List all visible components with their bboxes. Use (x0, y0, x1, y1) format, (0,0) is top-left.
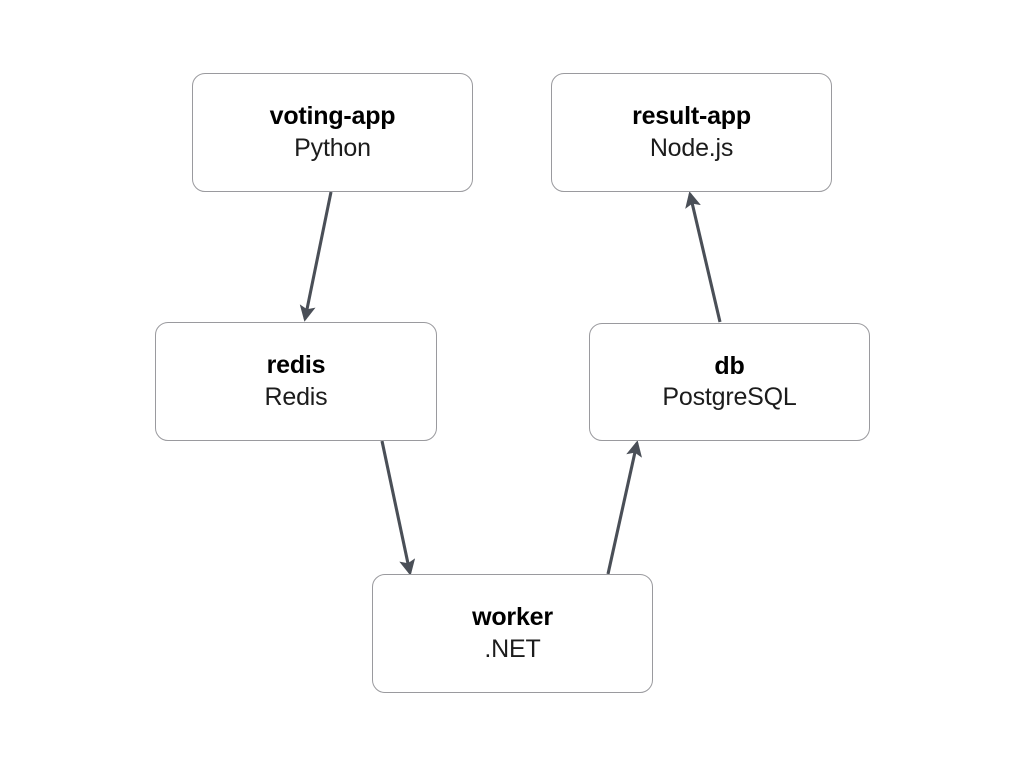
edge-worker-to-db (606, 440, 642, 575)
node-worker-tech: .NET (484, 634, 541, 663)
node-voting-app-name: voting-app (269, 102, 396, 130)
node-result-app[interactable]: result-app Node.js (551, 73, 832, 192)
node-worker[interactable]: worker .NET (372, 574, 653, 693)
node-redis-tech: Redis (264, 382, 328, 411)
node-redis-name: redis (266, 351, 326, 379)
node-result-app-name: result-app (632, 102, 751, 130)
node-db[interactable]: db PostgreSQL (589, 323, 870, 441)
node-db-tech: PostgreSQL (662, 383, 797, 411)
node-result-app-tech: Node.js (649, 133, 734, 162)
node-voting-app[interactable]: voting-app Python (192, 73, 473, 192)
edge-voting-app-to-redis (299, 191, 333, 322)
edge-db-to-result-app (685, 191, 722, 323)
node-redis[interactable]: redis Redis (155, 322, 437, 441)
node-db-name: db (714, 351, 745, 380)
node-worker-name: worker (472, 603, 553, 631)
edge-redis-to-worker (380, 440, 416, 576)
node-voting-app-tech: Python (294, 133, 371, 162)
